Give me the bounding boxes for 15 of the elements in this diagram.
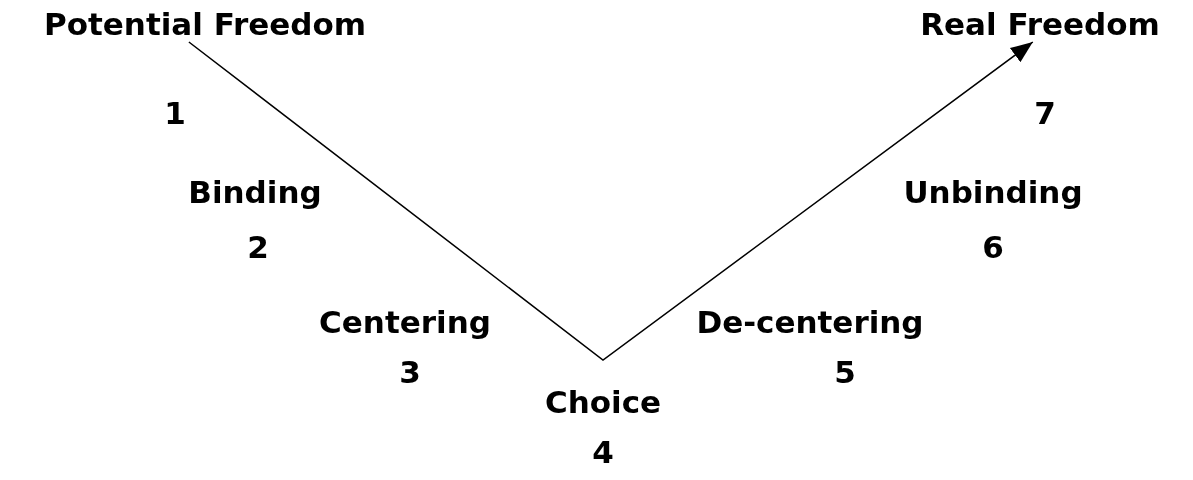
stage-label: Potential Freedom [44,6,366,42]
step-number: 4 [592,434,614,470]
stage-label: Binding [188,174,322,210]
stage-label: Real Freedom [920,6,1160,42]
stage-label: Unbinding [903,174,1083,210]
step-number: 3 [399,354,421,390]
stage-label: De-centering [696,304,924,340]
step-number: 6 [982,229,1004,265]
step-number: 2 [247,229,269,265]
arrow [188,41,1034,361]
step-number: 7 [1034,95,1056,131]
stage-label: Choice [544,384,662,420]
stage-label: Centering [319,304,491,340]
step-number: 1 [164,95,186,131]
step-number: 5 [834,354,856,390]
